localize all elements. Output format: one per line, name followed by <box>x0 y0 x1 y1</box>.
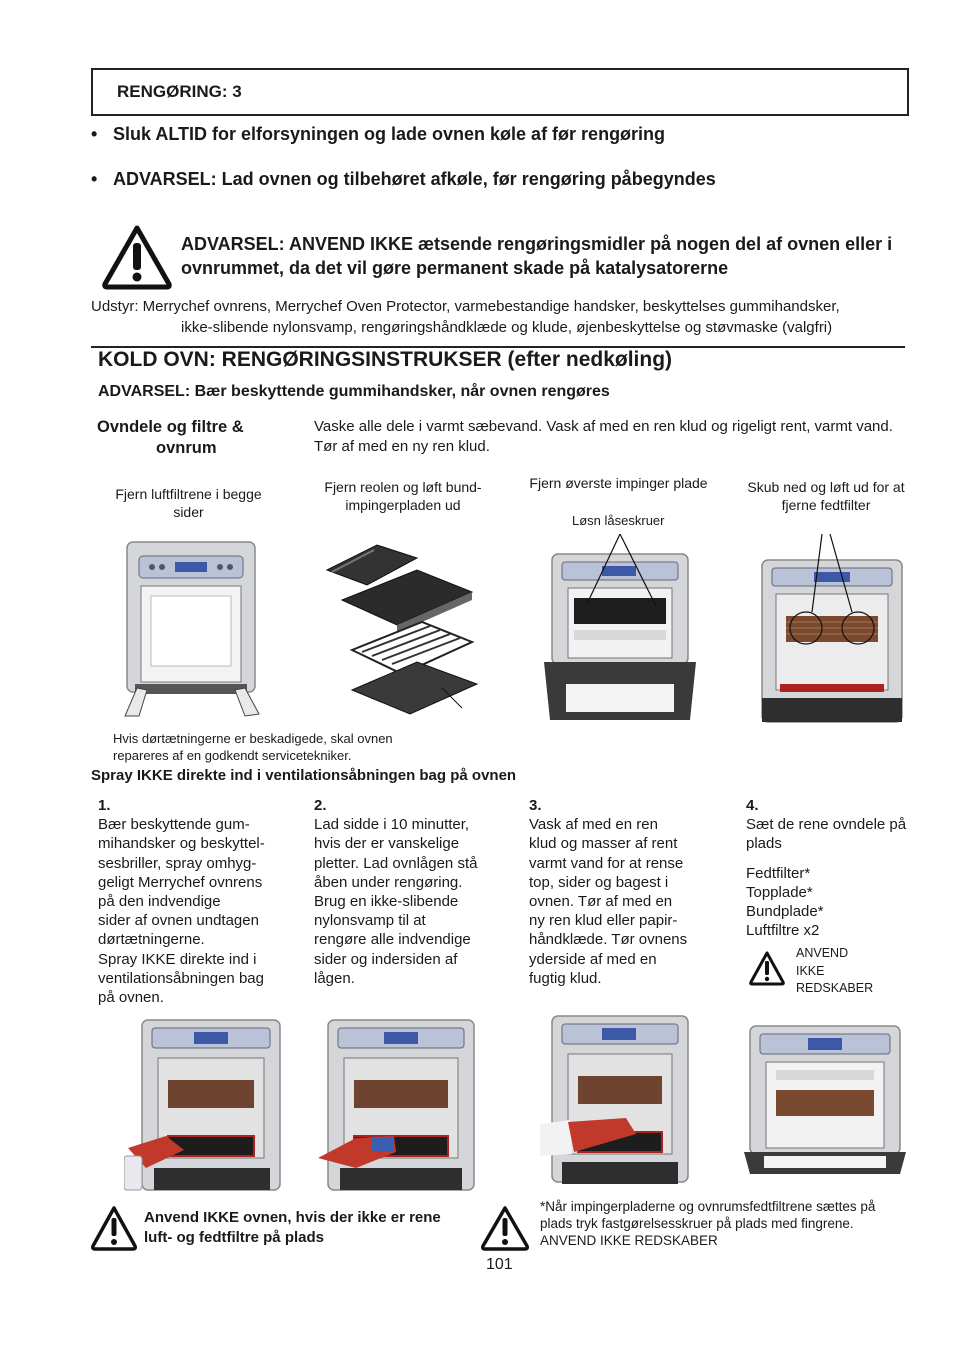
bullet-cool-down: •ADVARSEL: Lad ovnen og tilbehøret afkøl… <box>91 169 716 189</box>
oven-air-filters-illustration <box>124 541 260 717</box>
oven-top-plate-illustration <box>544 534 696 720</box>
no-tools-text: ANVEND IKKE REDSKABER <box>796 945 873 998</box>
oven-reassembled-illustration <box>744 1025 906 1174</box>
step-line: ventilationsåbningen bag <box>98 969 264 987</box>
step-line: på ovnen. <box>98 989 164 1007</box>
step-line: mihandsker og beskyttel- <box>98 835 265 853</box>
step-line: pletter. Lad ovnlågen stå <box>314 854 478 872</box>
step-number: 2. <box>314 797 327 814</box>
page-number: 101 <box>486 1256 513 1273</box>
equipment-line-2: ikke-slibende nylonsvamp, rengøringshånd… <box>181 319 833 336</box>
header-title: RENGØRING: 3 <box>117 82 242 101</box>
rack-plates-illustration <box>325 544 479 715</box>
no-tools-line-3: REDSKABER <box>796 981 874 995</box>
step-line: top, sider og bagest i <box>529 873 669 891</box>
parts-title-line-2: ovnrum <box>156 439 217 457</box>
step-line: håndklæde. Tør ovnens <box>529 931 688 949</box>
header-box: RENGØRING: 3 <box>91 68 909 116</box>
caption-screws: Løsn låseskruer <box>572 513 665 528</box>
oven-grease-filter-illustration <box>761 534 903 723</box>
step-line: hvis der er vanskelige <box>314 835 460 853</box>
caption-top-plate: Fjern øverste impinger plade <box>529 475 708 491</box>
equipment-text: Udstyr: Merrychef ovnrens, Merrychef Ove… <box>91 296 911 338</box>
step-line: Lad sidde i 10 minutter, <box>314 816 470 834</box>
oven-sponge-illustration <box>318 1019 475 1191</box>
no-tools-line-2: IKKE <box>796 963 825 978</box>
part-item: Bundplade* <box>746 903 824 921</box>
oven-wipe-illustration <box>540 1015 689 1184</box>
caption-rack: Fjern reolen og løft bund-impingerpladen… <box>324 479 482 513</box>
step-line: åben under rengøring. <box>314 873 463 891</box>
part-item: Topplade* <box>746 883 813 901</box>
step-number: 1. <box>98 797 111 814</box>
section-subtitle: ADVARSEL: Bær beskyttende gummihandsker,… <box>98 383 610 400</box>
warning-triangle-icon <box>481 1206 529 1251</box>
step-line: Spray IKKE direkte ind i <box>98 950 257 968</box>
parts-title-line-1: Ovndele og filtre & <box>97 418 244 436</box>
step-line: Sæt de rene ovndele på <box>746 816 907 834</box>
step-line: lågen. <box>314 969 355 987</box>
step-line: dørtætningerne. <box>98 931 205 949</box>
step-line: yderside af med en <box>529 950 657 968</box>
bottom-warning-text: Anvend IKKE ovnen, hvis der ikke er rene… <box>144 1209 441 1246</box>
part-item: Fedtfilter* <box>746 864 811 882</box>
step-line: nylonsvamp til at <box>314 912 426 930</box>
step-line: varmt vand for at rense <box>529 854 684 872</box>
door-seal-note: Hvis dørtætningerne er beskadigede, skal… <box>113 731 393 763</box>
step-line: sider og indersiden af <box>314 950 458 968</box>
spray-warning: Spray IKKE direkte ind i ventilationsåbn… <box>91 767 517 784</box>
step-number: 3. <box>529 797 542 814</box>
step-line: rengøre alle indvendige <box>314 931 471 949</box>
section-divider <box>91 346 905 348</box>
warning-triangle-icon <box>102 225 172 290</box>
parts-title: Ovndele og filtre & ovnrum <box>97 417 277 459</box>
step-4: 4. Sæt de rene ovndele på plads Fedtfilt… <box>746 796 926 940</box>
step-line: på den indvendige <box>98 893 221 911</box>
step-2: 2. Lad sidde i 10 minutter, hvis der er … <box>314 796 514 988</box>
section-title: KOLD OVN: RENGØRINGSINSTRUKSER (efter ne… <box>98 348 673 371</box>
main-warning-text: ADVARSEL: ANVEND IKKE ætsende rengørings… <box>181 234 893 278</box>
step-line: ovnen. Tør af med en <box>529 893 673 911</box>
oven-spray-illustration <box>124 1019 281 1191</box>
step-number: 4. <box>746 797 759 814</box>
step-1: 1. Bær beskyttende gum- mihandsker og be… <box>98 796 298 1007</box>
step-line: Brug en ikke-slibende <box>314 893 459 911</box>
step-line: Vask af med en ren <box>529 816 658 834</box>
warning-triangle-icon <box>91 1206 137 1251</box>
step-line: Bær beskyttende gum- <box>98 816 250 834</box>
caption-air-filters: Fjern luftfiltrene i begge sider <box>115 486 262 520</box>
step-3: 3. Vask af med en ren klud og masser af … <box>529 796 729 988</box>
bullet-text: Sluk ALTID for elforsyningen og lade ovn… <box>113 124 666 144</box>
step-line: sesbriller, spray omhyg- <box>98 854 257 872</box>
wash-instructions: Vaske alle dele i varmt sæbevand. Vask a… <box>314 418 893 455</box>
bullet-text: ADVARSEL: Lad ovnen og tilbehøret afkøle… <box>113 169 716 189</box>
caption-grease-filter: Skub ned og løft ud for at fjerne fedtfi… <box>747 479 905 513</box>
step-line: plads <box>746 835 782 853</box>
part-item: Luftfiltre x2 <box>746 922 820 940</box>
step-line: klud og masser af rent <box>529 835 678 853</box>
bullet-power-off: •Sluk ALTID for elforsyningen og lade ov… <box>91 124 666 144</box>
equipment-line-1: Udstyr: Merrychef ovnrens, Merrychef Ove… <box>91 298 840 315</box>
step-line: sider af ovnen undtagen <box>98 912 259 930</box>
no-tools-line-1: ANVEND <box>796 946 849 960</box>
bottom-note-text: *Når impingerpladerne og ovnrumsfedtfilt… <box>540 1199 876 1248</box>
step-line: ny ren klud eller papir- <box>529 912 678 930</box>
step-line: fugtig klud. <box>529 969 602 987</box>
step-line: geligt Merrychef ovnrens <box>98 873 263 891</box>
warning-triangle-icon <box>749 951 785 986</box>
